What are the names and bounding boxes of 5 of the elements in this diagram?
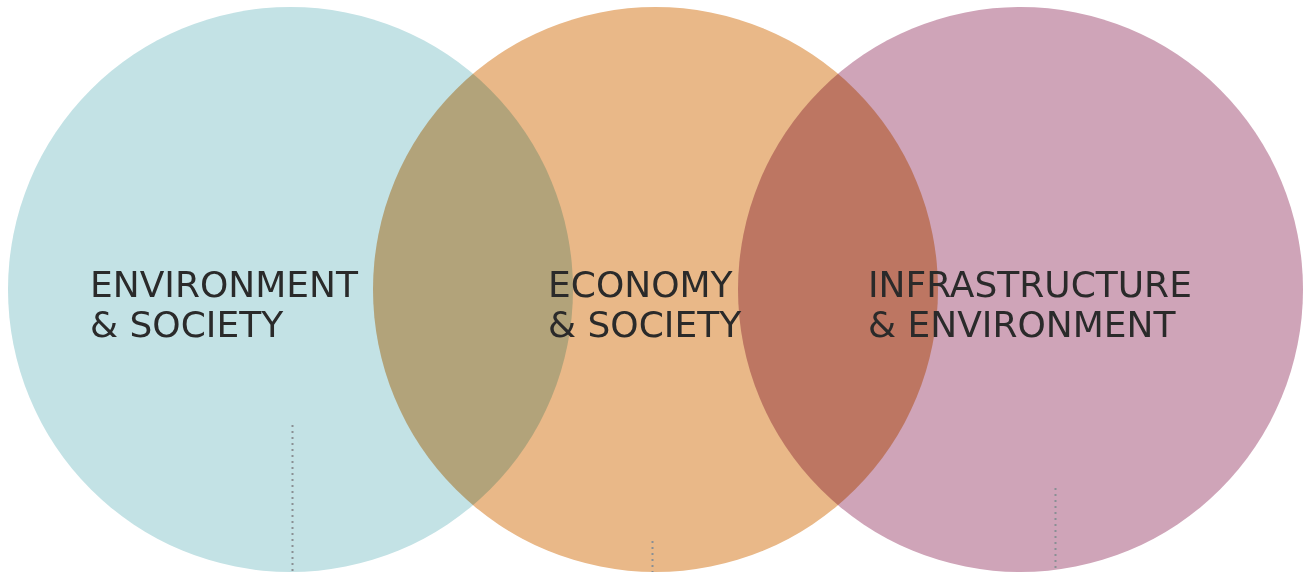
circle-label: ENVIRONMENT & SOCIETY (90, 265, 359, 345)
leader-line (651, 540, 654, 573)
leader-line (291, 424, 294, 573)
circle-label: INFRASTRUCTURE & ENVIRONMENT (868, 265, 1193, 345)
circle-label: ECONOMY & SOCIETY (548, 265, 743, 345)
